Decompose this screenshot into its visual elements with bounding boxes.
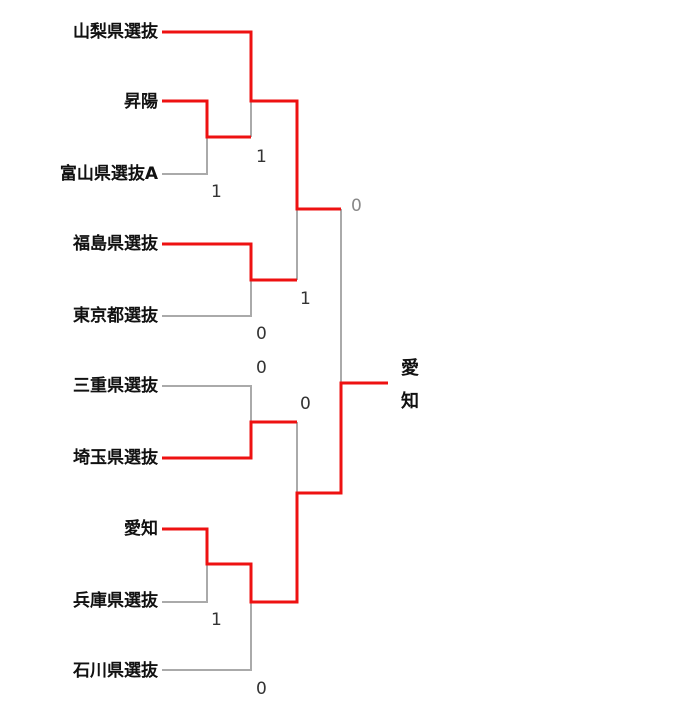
match-score: 0 [300,394,311,414]
champion-name: 愛 知 [400,352,420,418]
match-score: 1 [300,289,311,309]
team-label: 昇陽 [124,92,158,112]
team-label: 福島県選抜 [73,234,158,254]
team-label: 石川県選抜 [73,661,158,681]
match-score: 0 [256,358,267,378]
bracket-line-loser [162,137,208,175]
team-label: 愛知 [124,519,158,539]
bracket-line-loser [162,385,252,422]
bracket-line-winner [162,381,388,604]
match-score: 1 [256,147,267,167]
match-score: 0 [256,679,267,699]
bracket-line-winner [162,99,251,139]
bracket-line-winner [162,420,297,460]
bracket-line-loser [162,602,252,671]
team-label: 山梨県選抜 [73,22,158,42]
team-label: 埼玉県選抜 [73,448,158,468]
team-label: 三重県選抜 [73,376,158,396]
match-score: 1 [211,182,222,202]
bracket-line-loser [162,564,208,603]
champion-char: 愛 [401,358,419,379]
match-score: 1 [211,610,222,630]
match-score: 0 [256,324,267,344]
match-score: 0 [351,196,362,216]
bracket-line-loser [162,280,252,317]
champion-char: 知 [401,391,419,412]
team-label: 富山県選抜A [59,164,158,184]
team-label: 兵庫県選抜 [73,591,158,611]
team-label: 東京都選抜 [73,306,158,326]
bracket-line-winner [162,30,341,211]
bracket-line-winner [162,242,297,282]
